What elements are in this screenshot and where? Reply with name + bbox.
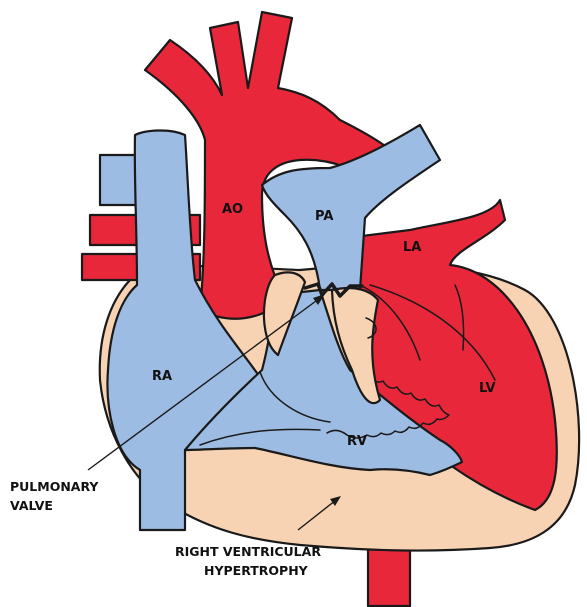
caption-pulmonary-valve-line2: VALVE: [10, 498, 53, 513]
caption-rv-hypertrophy-line1: RIGHT VENTRICULAR: [175, 544, 321, 559]
label-rv: RV: [347, 434, 367, 449]
label-la: LA: [403, 240, 421, 255]
caption-pulmonary-valve-line1: PULMONARY: [10, 479, 99, 494]
label-ao: AO: [222, 202, 243, 217]
label-lv: LV: [479, 381, 496, 396]
label-ra: RA: [152, 369, 172, 384]
label-pa: PA: [315, 209, 333, 224]
caption-rv-hypertrophy-line2: HYPERTROPHY: [204, 563, 309, 578]
